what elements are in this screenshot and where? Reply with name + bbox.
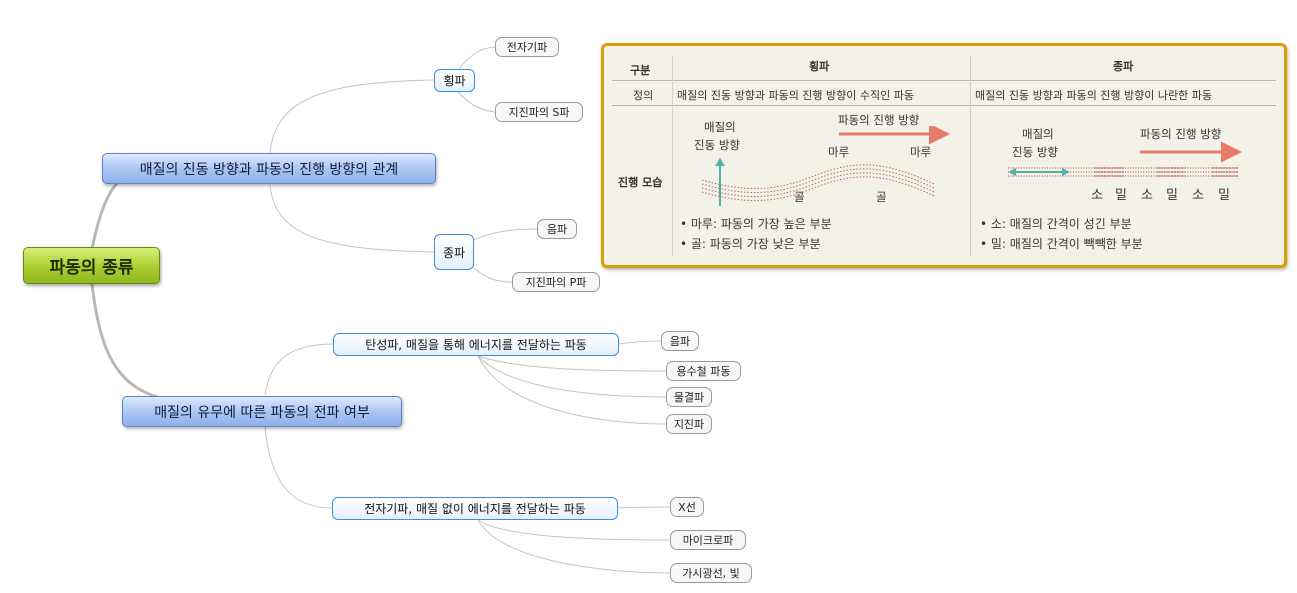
leaf-visible-light[interactable]: 가시광선, 빛 <box>670 563 752 583</box>
compression-label-1: 밀 <box>1115 184 1127 203</box>
leaf-label: 가시광선, 빛 <box>682 565 740 581</box>
note-crest: • 마루: 파동의 가장 높은 부분 <box>680 215 832 232</box>
leaf-spring-wave[interactable]: 용수철 파동 <box>666 361 741 381</box>
note-compression: • 밀: 매질의 간격이 빽빽한 부분 <box>980 235 1143 252</box>
note-rarefaction: • 소: 매질의 간격이 성긴 부분 <box>980 215 1132 232</box>
note-trough: • 골: 파동의 가장 낮은 부분 <box>680 235 821 252</box>
transverse-node[interactable]: 횡파 <box>434 69 475 92</box>
row-definition-label: 정의 <box>633 87 653 103</box>
compression-label-2: 밀 <box>1166 184 1178 203</box>
transverse-wave-diagram <box>684 126 964 206</box>
leaf-xray[interactable]: X선 <box>670 497 704 517</box>
longitudinal-definition: 매질의 진동 방향과 파동의 진행 방향이 나란한 파동 <box>975 87 1212 103</box>
em-wave-node[interactable]: 전자기파, 매질 없이 에너지를 전달하는 파동 <box>332 497 618 520</box>
header-longitudinal: 종파 <box>1113 58 1133 74</box>
header-transverse: 횡파 <box>809 58 829 74</box>
leaf-label: X선 <box>678 499 696 515</box>
rarefaction-label-3: 소 <box>1192 184 1204 203</box>
longitudinal-wave-diagram <box>1002 142 1252 182</box>
wave-comparison-callout[interactable]: 구분 횡파 종파 정의 매질의 진동 방향과 파동의 진행 방향이 수직인 파동… <box>601 43 1287 268</box>
leaf-label: 마이크로파 <box>683 532 734 548</box>
table-divider <box>612 80 1276 81</box>
l-medium-label: 매질의 <box>1022 126 1054 142</box>
l-propagation-label: 파동의 진행 방향 <box>1140 126 1221 142</box>
longitudinal-node[interactable]: 종파 <box>434 234 474 270</box>
longitudinal-label: 종파 <box>443 244 465 261</box>
leaf-p-wave[interactable]: 지진파의 P파 <box>512 272 600 292</box>
leaf-em-wave[interactable]: 전자기파 <box>495 37 559 57</box>
leaf-microwave[interactable]: 마이크로파 <box>670 530 746 550</box>
branch-medium-label: 매질의 유무에 따른 파동의 전파 여부 <box>154 402 369 422</box>
table-divider <box>970 56 971 256</box>
root-label: 파동의 종류 <box>49 253 133 278</box>
rarefaction-label-2: 소 <box>1141 184 1153 203</box>
transverse-definition: 매질의 진동 방향과 파동의 진행 방향이 수직인 파동 <box>677 87 914 103</box>
table-divider <box>672 56 673 256</box>
leaf-water-wave[interactable]: 물결파 <box>666 387 712 407</box>
leaf-label: 용수철 파동 <box>676 363 730 379</box>
row-motion-label: 진행 모습 <box>618 174 662 190</box>
table-divider <box>612 105 1276 106</box>
branch-relation-label: 매질의 진동 방향과 파동의 진행 방향의 관계 <box>140 159 399 179</box>
leaf-seismic-wave[interactable]: 지진파 <box>666 414 712 434</box>
leaf-sound-wave[interactable]: 음파 <box>537 219 577 239</box>
transverse-label: 횡파 <box>443 72 465 89</box>
leaf-label: 음파 <box>547 221 567 237</box>
branch-relation-node[interactable]: 매질의 진동 방향과 파동의 진행 방향의 관계 <box>102 153 436 184</box>
branch-medium-node[interactable]: 매질의 유무에 따른 파동의 전파 여부 <box>122 396 402 427</box>
root-node[interactable]: 파동의 종류 <box>23 247 160 284</box>
leaf-label: 전자기파 <box>507 39 547 55</box>
leaf-label: 지진파 <box>674 416 704 432</box>
leaf-s-wave[interactable]: 지진파의 S파 <box>495 102 583 122</box>
header-category: 구분 <box>630 62 650 78</box>
em-wave-label: 전자기파, 매질 없이 에너지를 전달하는 파동 <box>364 500 586 517</box>
elastic-wave-label: 탄성파, 매질을 통해 에너지를 전달하는 파동 <box>365 336 587 353</box>
leaf-label: 물결파 <box>674 389 704 405</box>
leaf-label: 지진파의 P파 <box>526 274 587 290</box>
elastic-wave-node[interactable]: 탄성파, 매질을 통해 에너지를 전달하는 파동 <box>333 333 619 356</box>
leaf-sound[interactable]: 음파 <box>661 331 699 351</box>
rarefaction-label-1: 소 <box>1091 184 1103 203</box>
leaf-label: 음파 <box>670 333 690 349</box>
leaf-label: 지진파의 S파 <box>508 104 569 120</box>
compression-label-3: 밀 <box>1218 184 1230 203</box>
